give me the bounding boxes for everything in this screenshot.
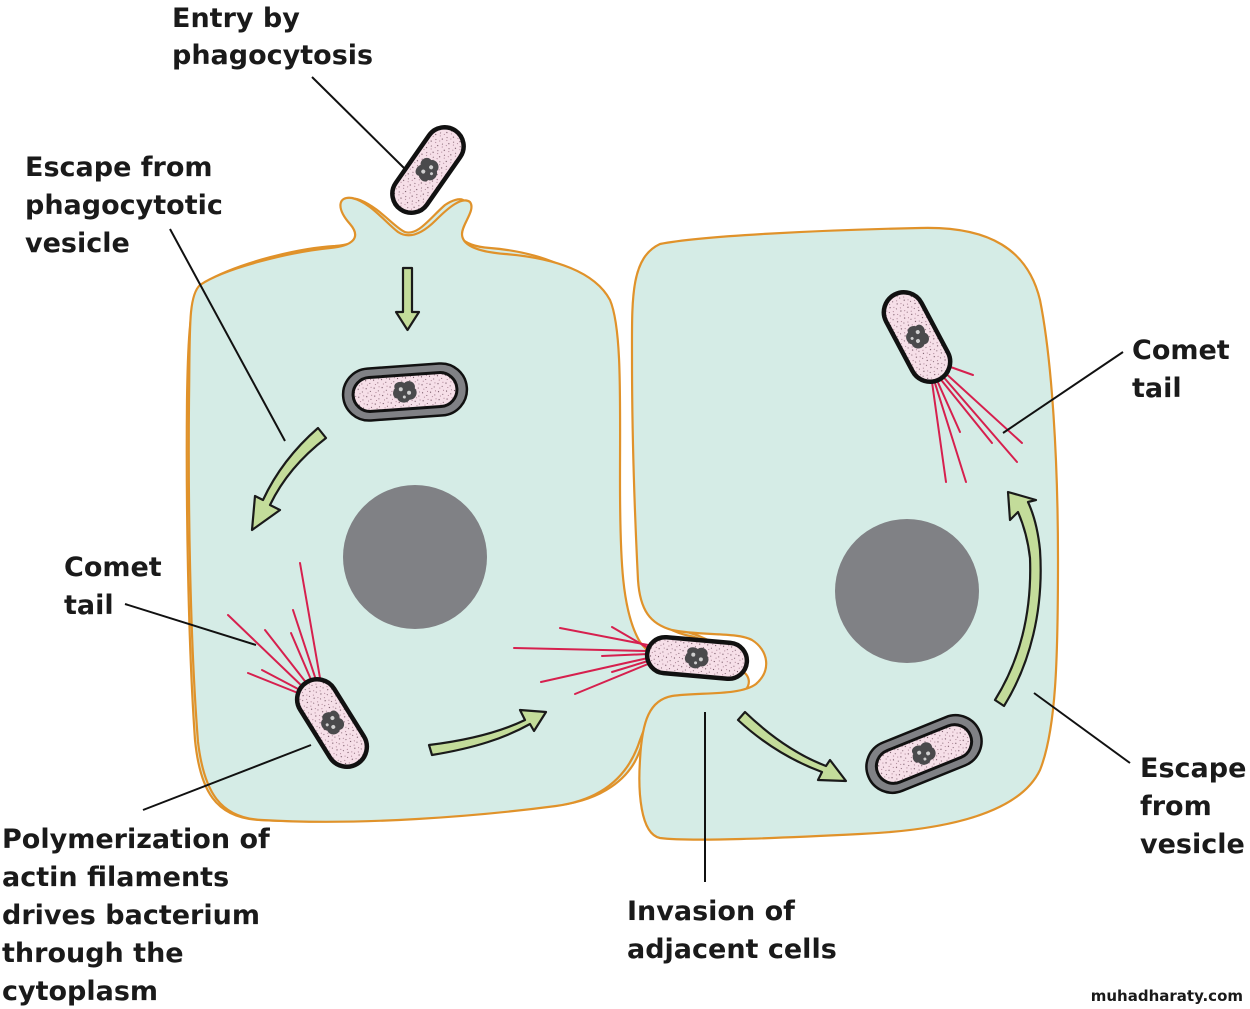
leader-polymerization	[142, 744, 312, 811]
bacterium-invading	[644, 634, 750, 682]
bacterium-motile-right	[881, 290, 953, 384]
label-polymerization: Polymerization of actin filaments drives…	[2, 824, 279, 1007]
bacterium-in-vesicle-right	[865, 714, 983, 794]
bacterium-in-vesicle-left	[341, 362, 469, 422]
leader-escape-phagocytotic	[169, 228, 286, 442]
arrow-curve-up-right	[993, 490, 1042, 708]
comet-tail-left	[227, 562, 321, 694]
leader-comet-tail-right	[1002, 351, 1124, 434]
label-escape-vesicle: Escape from vesicle	[1140, 753, 1250, 860]
nucleus-right	[835, 519, 979, 663]
label-comet-tail-left: Comet tail	[64, 552, 171, 621]
leader-entry	[311, 76, 405, 169]
label-escape-phagocytotic: Escape from phagocytotic vesicle	[25, 152, 232, 259]
watermark: muhadharaty.com	[1091, 987, 1243, 1005]
arrow-down-entry	[394, 266, 421, 332]
nucleus-left	[343, 485, 487, 629]
host-cell-right	[630, 226, 1060, 841]
leader-escape-vesicle	[1033, 692, 1131, 764]
label-invasion: Invasion of adjacent cells	[627, 896, 837, 965]
label-comet-tail-right: Comet tail	[1132, 335, 1239, 404]
arrow-curve-toward-right-cell	[427, 708, 548, 757]
comet-tail-right	[931, 364, 1023, 483]
arrow-curve-left-down	[250, 426, 328, 532]
bacterium-entering	[390, 124, 466, 216]
comet-tail-middle	[513, 626, 649, 695]
arrow-curve-into-right-cell	[736, 710, 848, 783]
bacterium-motile-left	[294, 677, 370, 769]
label-entry: Entry by phagocytosis	[172, 3, 373, 71]
leader-comet-tail-left	[124, 603, 257, 646]
